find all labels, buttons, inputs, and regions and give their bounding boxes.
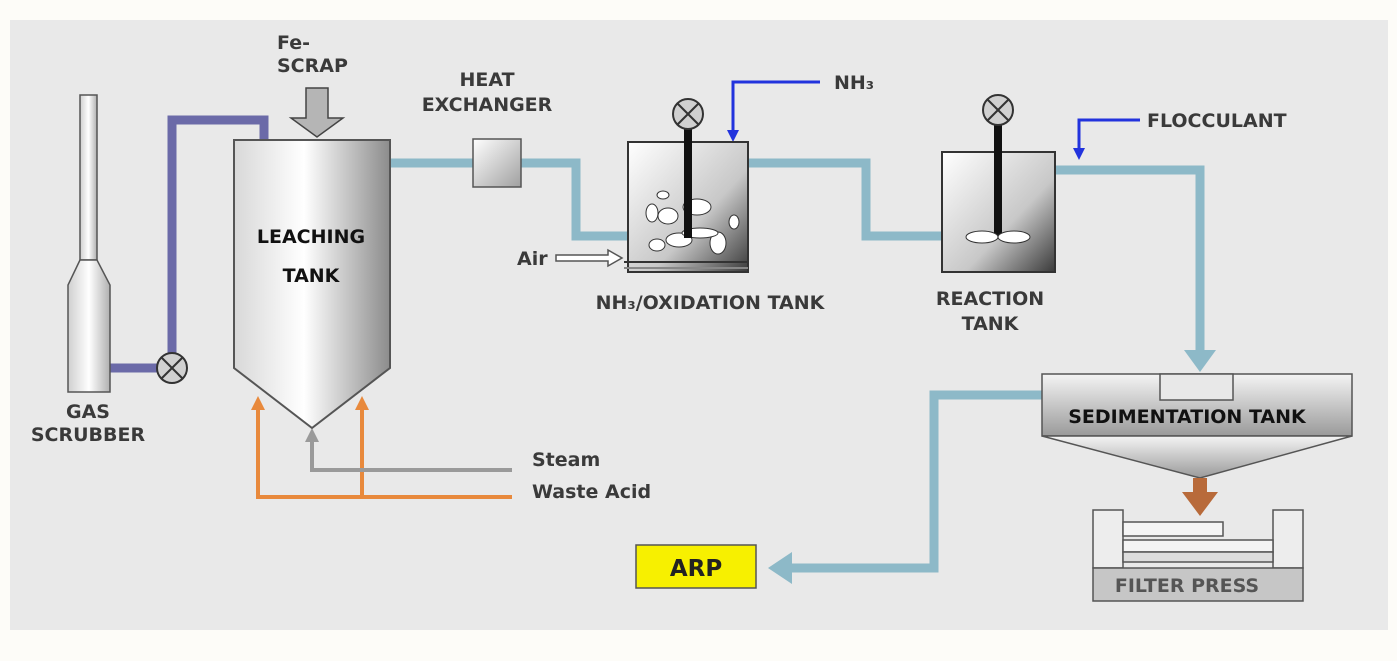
oxidation-agitator [672,98,704,238]
flocculant-line [1077,118,1140,150]
waste-acid-line [256,408,512,499]
gas-line [108,115,269,373]
reaction-tank-label-line1: REACTION [936,288,1044,310]
arrow-acid-left [251,396,265,410]
arrow-flocculant [1073,148,1085,160]
arrow-into-sedimentation [1184,350,1216,372]
sedimentation-tank-label: SEDIMENTATION TANK [1068,406,1307,428]
arrow-steam [305,428,319,442]
sedimentation-tank [1041,373,1353,479]
nh3-line [731,80,820,132]
sludge-arrow-icon [1182,478,1218,516]
fe-scrap-label-line2: SCRAP [277,55,348,77]
arrow-nh3 [727,130,739,142]
bubbles [645,190,740,255]
leaching-tank-label-line1: LEACHING [257,226,365,248]
nh3-label: NH₃ [834,72,874,94]
heat-exchanger-label-line2: EXCHANGER [422,94,553,116]
arrow-into-arp [768,552,792,584]
reaction-tank-label-line2: TANK [962,313,1020,335]
pipe-hx-to-oxidation [521,158,628,241]
heat-exchanger [472,138,522,188]
fe-scrap-arrow-icon [288,87,346,138]
pipe-oxidation-to-reaction [748,158,942,241]
flocculant-label: FLOCCULANT [1147,110,1287,132]
leaching-tank [233,139,391,430]
air-arrow-icon [555,248,624,268]
air-label: Air [517,248,548,270]
gas-scrubber-label-line2: SCRUBBER [31,424,146,446]
leaching-tank-label-line2: TANK [283,265,341,287]
valve-icon [156,352,188,384]
heat-exchanger-label-line1: HEAT [459,69,514,91]
gas-scrubber-label-line1: GAS [66,401,110,423]
steam-line [310,440,512,472]
waste-acid-label: Waste Acid [532,481,651,503]
pipe-sedimentation-to-arp [790,390,1042,573]
arrow-acid-right [355,396,369,410]
arp-box [635,544,757,589]
reaction-agitator [965,94,1031,244]
fe-scrap-label-line1: Fe- [277,32,310,54]
gas-scrubber [67,94,111,393]
oxidation-tank-label: NH₃/OXIDATION TANK [596,292,826,314]
steam-label: Steam [532,449,600,471]
arp-label: ARP [670,556,722,582]
pipe-reaction-to-sedimentation [1055,165,1205,352]
filter-press [1092,509,1304,602]
filter-press-label: FILTER PRESS [1115,575,1259,597]
